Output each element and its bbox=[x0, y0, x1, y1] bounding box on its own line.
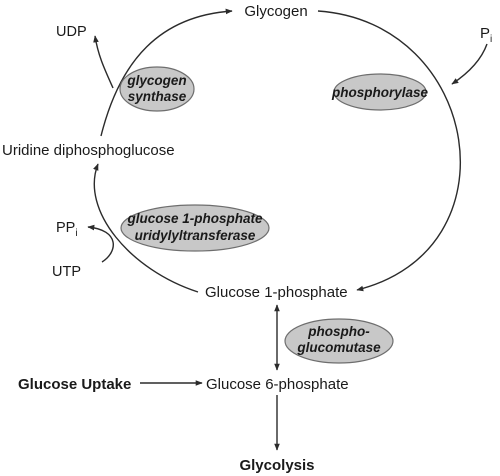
udp-release-arrow bbox=[93, 35, 114, 89]
enzyme-label-line: synthase bbox=[128, 89, 187, 104]
enzyme-phosphoglucomutase: phospho- glucomutase bbox=[284, 318, 394, 364]
label-glucose-uptake: Glucose Uptake bbox=[18, 376, 131, 393]
synthase-arc bbox=[100, 8, 233, 137]
enzyme-label-line: glycogen bbox=[126, 73, 186, 88]
enzyme-phosphorylase: phosphorylase bbox=[331, 73, 429, 111]
label-glucose-6-phosphate: Glucose 6-phosphate bbox=[206, 376, 349, 393]
enzyme-label-line: phospho- bbox=[307, 324, 370, 339]
enzyme-label-line: glucomutase bbox=[296, 340, 381, 355]
label-pi: Pi bbox=[480, 25, 492, 45]
enzyme-label-line: glucose 1-phosphate bbox=[126, 211, 263, 226]
utp-input-arrow bbox=[87, 224, 114, 263]
pi-input-arrow bbox=[451, 43, 488, 85]
label-ppi: PPi bbox=[56, 220, 78, 239]
enzyme-ugp: glucose 1-phosphate uridylyltransferase bbox=[120, 204, 270, 252]
enzyme-label-line: uridylyltransferase bbox=[135, 228, 256, 243]
label-glycogen: Glycogen bbox=[244, 3, 307, 20]
enzyme-glycogen-synthase: glycogen synthase bbox=[119, 66, 195, 112]
ugp-arc bbox=[93, 163, 199, 293]
phosphorylase-arc bbox=[317, 10, 461, 292]
label-utp: UTP bbox=[52, 264, 81, 280]
enzyme-label-line: phosphorylase bbox=[331, 85, 429, 100]
label-glycolysis: Glycolysis bbox=[239, 457, 314, 474]
label-uridine-diphosphoglucose: Uridine diphosphoglucose bbox=[2, 142, 175, 159]
label-udp: UDP bbox=[56, 24, 87, 40]
label-glucose-1-phosphate: Glucose 1-phosphate bbox=[205, 284, 348, 301]
